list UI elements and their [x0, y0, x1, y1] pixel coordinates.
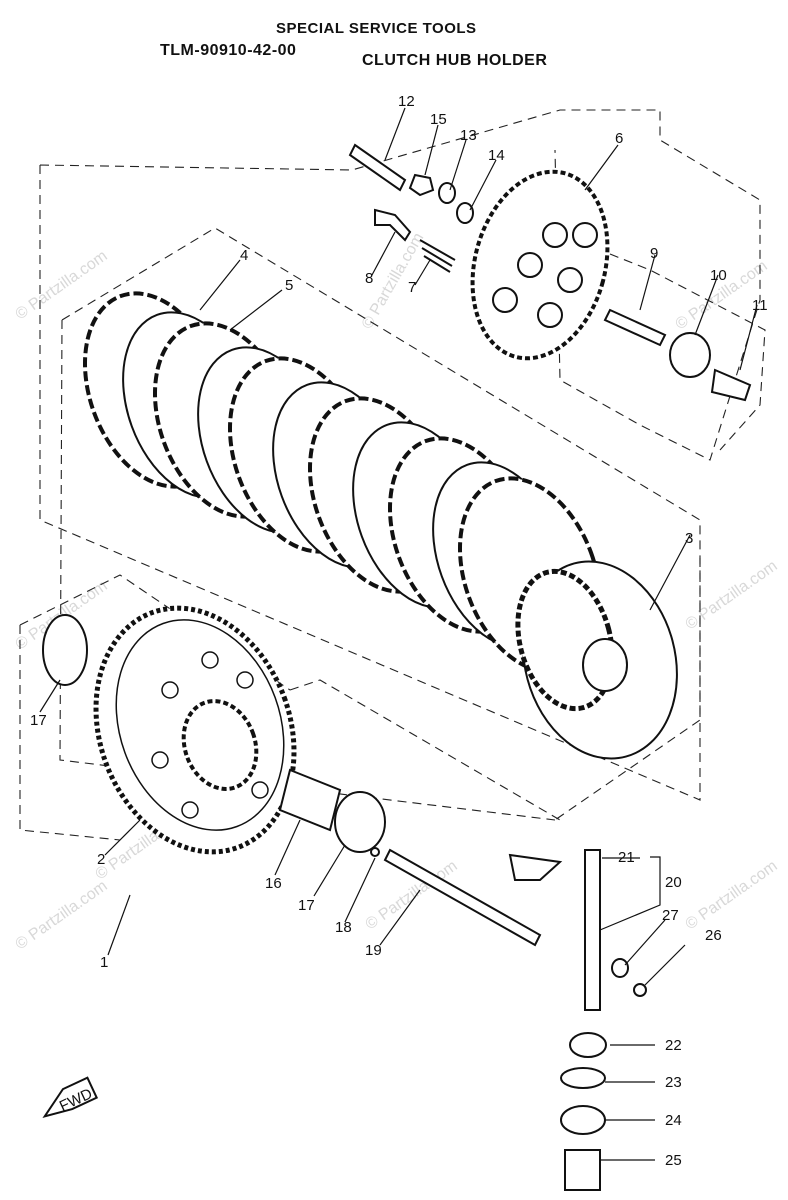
callout-14: 14 — [488, 147, 505, 164]
tool-number: TLM-90910-42-00 — [160, 42, 297, 59]
page-title: SPECIAL SERVICE TOOLS — [276, 20, 477, 37]
spring — [569, 1032, 607, 1058]
washer — [611, 958, 629, 978]
callout-2: 2 — [97, 851, 105, 868]
washer — [456, 202, 474, 224]
callout-9: 9 — [650, 245, 658, 262]
screw — [374, 208, 412, 242]
bolt — [633, 983, 647, 997]
fwd-arrow: FWD — [42, 1076, 99, 1119]
primary-driven-gear — [93, 605, 297, 855]
callout-24: 24 — [665, 1112, 682, 1129]
callout-16: 16 — [265, 875, 282, 892]
oil-seal — [560, 1067, 606, 1089]
push-rod-short — [603, 308, 667, 347]
watermark: © Partzilla.com — [13, 878, 111, 954]
thrust-washer — [42, 614, 88, 686]
callout-27: 27 — [662, 907, 679, 924]
lock-washer — [710, 368, 752, 402]
watermark: © Partzilla.com — [13, 248, 111, 324]
callout-19: 19 — [365, 942, 382, 959]
callout-3: 3 — [685, 530, 693, 547]
locknut — [408, 173, 435, 197]
needle-bearing — [564, 1149, 601, 1191]
callout-4: 4 — [240, 247, 248, 264]
push-lever — [508, 853, 563, 881]
callout-18: 18 — [335, 919, 352, 936]
callout-15: 15 — [430, 111, 447, 128]
callout-7: 7 — [408, 279, 416, 296]
thrust-washer — [334, 791, 386, 853]
callout-22: 22 — [665, 1037, 682, 1054]
callout-26: 26 — [705, 927, 722, 944]
callout-1: 1 — [100, 954, 108, 971]
callout-labels: 1 2 3 4 5 6 7 8 9 10 11 12 13 14 15 16 1… — [30, 93, 768, 1169]
callout-17: 17 — [30, 712, 47, 729]
push-rod — [383, 848, 542, 947]
bearing — [560, 1105, 606, 1135]
adjuster-screw — [348, 143, 407, 192]
callout-8: 8 — [365, 270, 373, 287]
watermark: © Partzilla.com — [683, 858, 781, 934]
washer — [438, 182, 456, 204]
pressure-plate — [470, 169, 610, 361]
callout-10: 10 — [710, 267, 727, 284]
clutch-boss — [515, 560, 678, 760]
assembly-boundaries — [19, 109, 766, 841]
callout-13: 13 — [460, 127, 477, 144]
watermark: © Partzilla.com — [683, 558, 781, 634]
leader-lines — [39, 107, 758, 1161]
clutch-spring — [419, 239, 456, 273]
callout-17b: 17 — [298, 897, 315, 914]
small-parts — [42, 143, 752, 1191]
callout-11: 11 — [752, 297, 768, 314]
ball — [370, 847, 380, 857]
tool-name: CLUTCH HUB HOLDER — [362, 52, 548, 69]
callout-12: 12 — [398, 93, 415, 110]
callout-6: 6 — [615, 130, 623, 147]
callout-21: 21 — [618, 849, 635, 866]
callout-20: 20 — [665, 874, 682, 891]
callout-23: 23 — [665, 1074, 682, 1091]
bearing — [669, 332, 711, 378]
spacer — [278, 768, 342, 832]
callout-25: 25 — [665, 1152, 682, 1169]
push-lever-shaft — [584, 849, 601, 1011]
callout-5: 5 — [285, 277, 293, 294]
